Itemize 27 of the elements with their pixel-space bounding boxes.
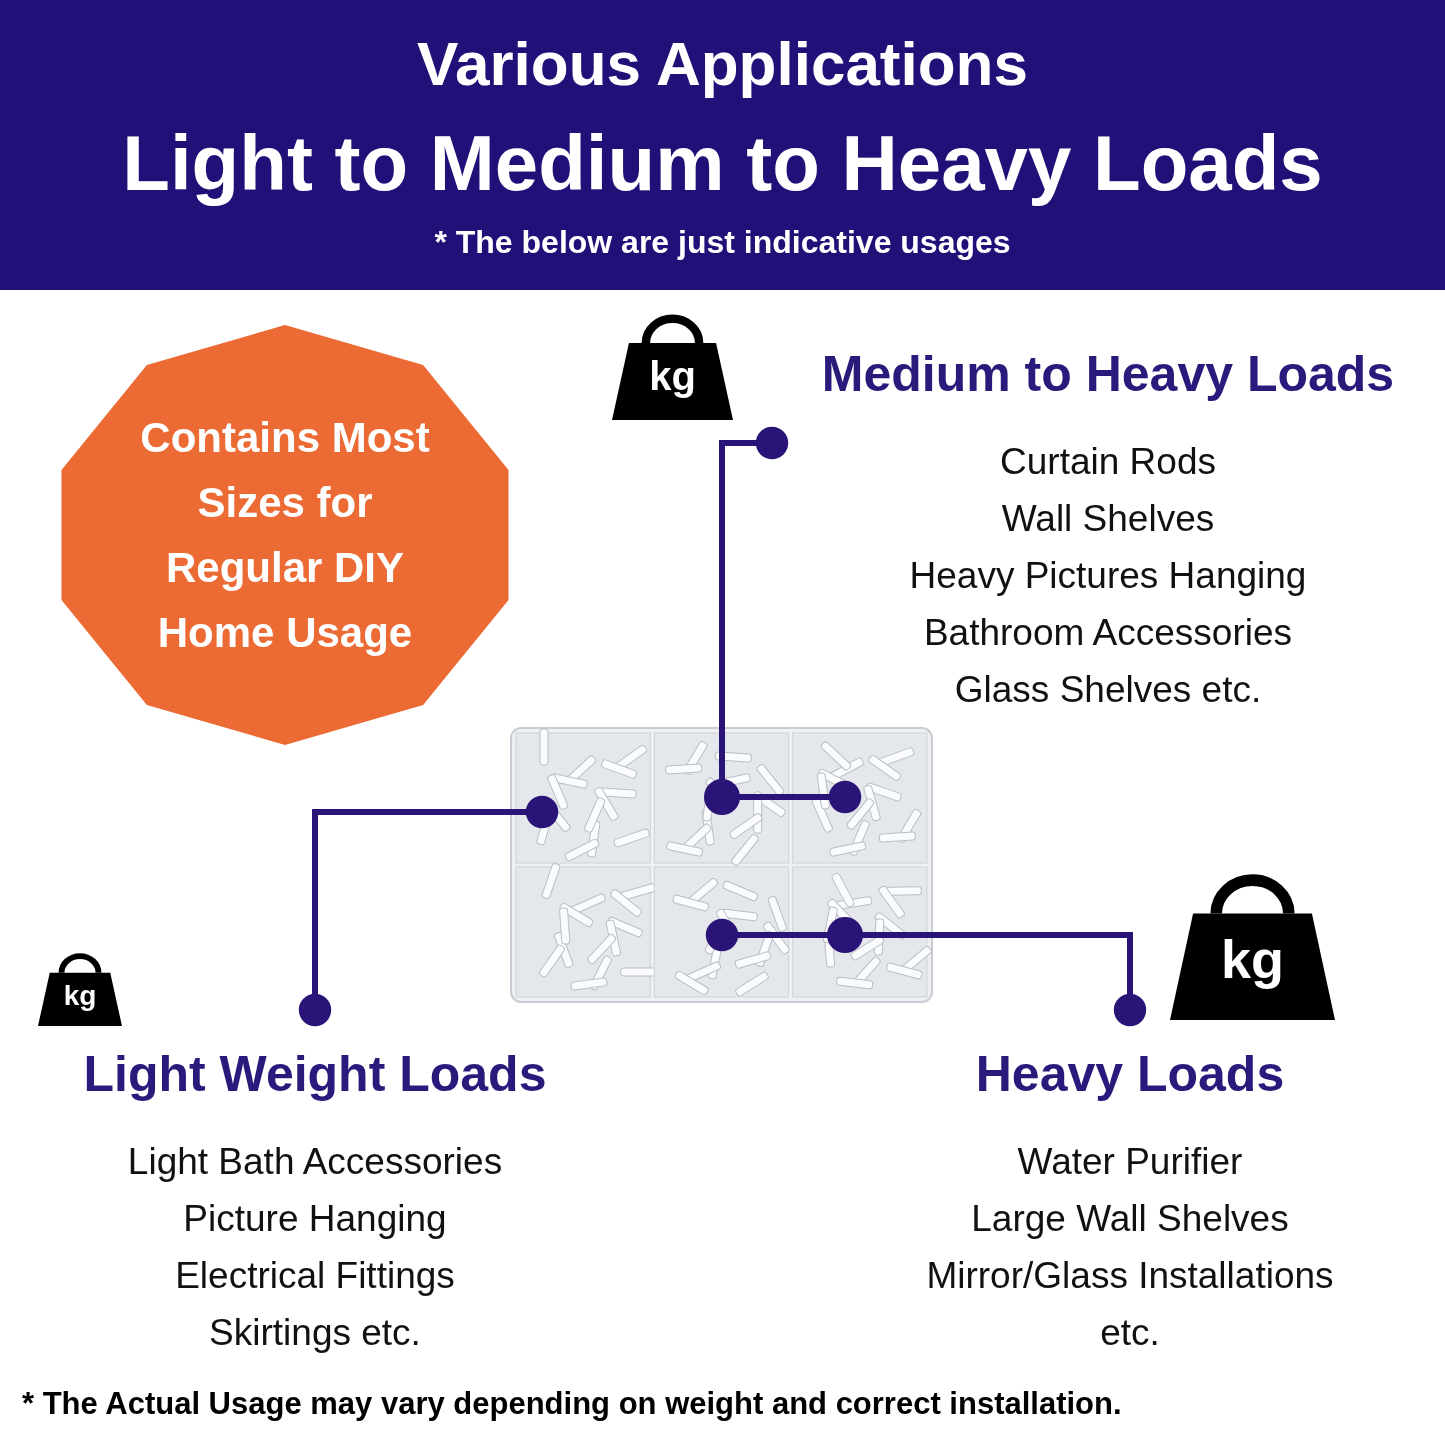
- usage-item: Bathroom Accessories: [922, 611, 1294, 655]
- note-text: * The below are just indicative usages: [433, 224, 1012, 261]
- group-heading: Light Weight Loads: [82, 1045, 548, 1103]
- usage-item: Water Purifier: [1016, 1140, 1244, 1184]
- usage-item: Skirtings etc.: [208, 1311, 422, 1355]
- usage-item: Picture Hanging: [182, 1197, 448, 1241]
- badge-text: Contains Most Sizes for Regular DIY Home Usage: [140, 413, 430, 658]
- leader-line: [704, 426, 862, 815]
- usage-item: Curtain Rods: [999, 440, 1217, 484]
- leader-line: [298, 795, 559, 1027]
- group-heading: Medium to Heavy Loads: [820, 345, 1396, 403]
- group-heading: Heavy Loads: [974, 1045, 1286, 1103]
- usage-item: Heavy Pictures Hanging: [908, 554, 1308, 598]
- footnote: * The Actual Usage may vary depending on weight and correct installation.: [22, 1386, 1122, 1422]
- usage-item: Glass Shelves etc.: [953, 668, 1263, 712]
- leader-line: [705, 917, 1147, 1027]
- usage-item: Mirror/Glass Installations: [925, 1254, 1335, 1298]
- usage-item: Light Bath Accessories: [126, 1140, 504, 1184]
- usage-item: etc.: [1099, 1311, 1161, 1355]
- usage-item: Wall Shelves: [1000, 497, 1216, 541]
- usage-item: Large Wall Shelves: [970, 1197, 1290, 1241]
- weight-label: kg: [648, 356, 697, 397]
- subtitle: Light to Medium to Heavy Loads: [121, 118, 1324, 209]
- organizer-box-drawing: [510, 727, 933, 1003]
- title: Various Applications: [416, 28, 1029, 99]
- usage-item: Electrical Fittings: [174, 1254, 456, 1298]
- weight-label: kg: [62, 981, 98, 1010]
